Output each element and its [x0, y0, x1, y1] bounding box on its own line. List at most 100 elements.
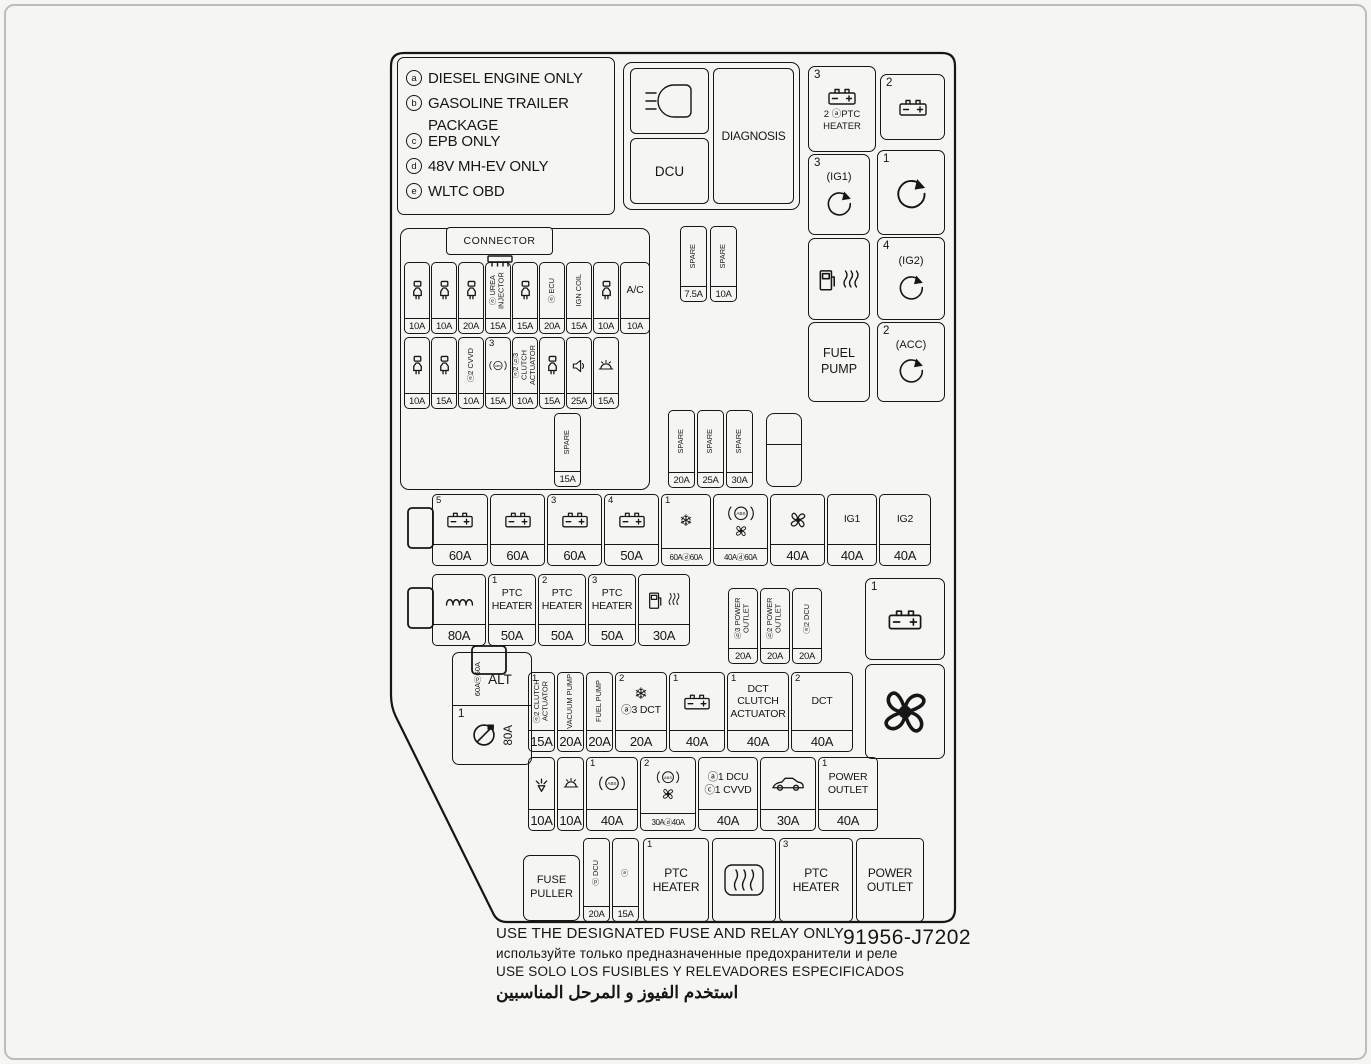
fuse-label: PTC HEATER [591, 586, 633, 612]
relay-label: (IG1) [826, 171, 852, 184]
snowflake-icon: ❄ [679, 512, 693, 530]
svg-text:ABS: ABS [664, 775, 672, 780]
horn-icon [571, 358, 587, 374]
injector-icon [410, 355, 425, 376]
relay-ig1: 3 (IG1) [808, 154, 870, 235]
fuse-label: DCT CLUTCH ACTUATOR [730, 682, 786, 720]
amp-rating: 25A [567, 393, 591, 408]
legend-text: WLTC OBD [428, 183, 505, 200]
ignition-arrow-icon [896, 272, 926, 302]
amp-rating: 20A [793, 648, 821, 663]
amp-rating: 50A [605, 544, 658, 565]
svg-text:ABS: ABS [736, 511, 745, 516]
fan-icon [788, 510, 808, 530]
amp-rating: 10A [513, 393, 537, 408]
fuse-label: ⓐ ECU [546, 277, 556, 304]
relay-ig2: 4 (IG2) [877, 237, 945, 320]
coil-icon [444, 592, 474, 608]
fuse-power-outlet: POWER OUTLET [856, 838, 924, 922]
amp-rating: 40Aⓓ60A [714, 548, 767, 565]
fuse-position-number: 2 [542, 575, 548, 586]
fuse-fuel-pump: 30A [638, 574, 690, 646]
amp-rating: 15A [432, 393, 456, 408]
relay-label: FUEL PUMP [820, 346, 858, 376]
fuel-pump-icon [817, 267, 837, 291]
alternator-icon [470, 721, 498, 749]
turn-arrow-icon [893, 175, 929, 211]
amp-rating: 20A [616, 730, 666, 751]
amp-rating: 10A [432, 318, 456, 333]
amp-rating: 30A [761, 809, 815, 830]
alternator-icon [470, 721, 498, 749]
fuse-position-number: 2 [795, 673, 801, 684]
warning-russian: используйте только предназначенные предо… [496, 946, 898, 961]
relay-caption: 2 ⓐPTC HEATER [823, 109, 861, 132]
empty-relay-slot [766, 413, 802, 487]
amp-rating: 50A [589, 624, 635, 645]
fuse-puller: FUSE PULLER [523, 855, 580, 921]
legend-key-circle: a [406, 70, 422, 86]
battery-relay-box: 1 [865, 578, 945, 660]
amp-rating: 40A [819, 809, 877, 830]
fuse-label: ⓐ2 CLUTCH ACTUATOR [531, 679, 550, 724]
relay-label: (ACC) [895, 338, 927, 351]
relay-acc: 2 (ACC) [877, 322, 945, 402]
amp-rating: 20A [459, 318, 483, 333]
amp-rating: 10A [405, 318, 429, 333]
amp-rating: 10A [711, 286, 736, 301]
amp-rating: 20A [540, 318, 564, 333]
injector-icon [518, 280, 533, 301]
amp-rating: 20A [587, 730, 612, 751]
connector-title: CONNECTOR [446, 227, 553, 255]
fuel-pump-icon [817, 267, 837, 291]
fuse-label: PTC HEATER [792, 865, 840, 894]
amp-rating: 20A [729, 648, 757, 663]
alt-amp-small: 60Aⓓ60A [473, 661, 483, 697]
amp-rating: 15A [513, 318, 537, 333]
part-number: 91956-J7202 [843, 926, 972, 949]
relay-number: 2 [883, 325, 890, 337]
amp-rating: 25A [698, 472, 723, 487]
warning-english: USE THE DESIGNATED FUSE AND RELAY ONLY [496, 925, 844, 942]
battery-icon [683, 692, 711, 711]
fuse-label: A/C [626, 284, 644, 297]
amp-rating: 80A [433, 624, 485, 645]
fuse-label: ⓓ DCU [591, 859, 601, 886]
legend-text: GASOLINE TRAILER PACKAGE [428, 95, 569, 134]
fuse-injector: 10A [404, 262, 430, 334]
battery-icon [887, 607, 923, 631]
relay-start: 1 [877, 150, 945, 235]
amp-rating: 10A [405, 393, 429, 408]
fan-icon [661, 787, 675, 801]
slot-divider [767, 444, 801, 445]
heater-icon [841, 269, 861, 289]
amp-rating: 30A [639, 624, 689, 645]
amp-rating: 10A [459, 393, 483, 408]
amp-rating: 60A [433, 544, 487, 565]
relay-battery-2: 2 [880, 74, 945, 140]
fuse-injector: 10A [593, 262, 619, 334]
fuse-label: FUEL PUMP [594, 680, 604, 723]
fuse-label: IG2 [896, 513, 914, 526]
amp-rating: 60A [491, 544, 544, 565]
fuse-label: ⓐ2 ⓑ3 CLUTCH ACTUATOR [511, 345, 538, 386]
